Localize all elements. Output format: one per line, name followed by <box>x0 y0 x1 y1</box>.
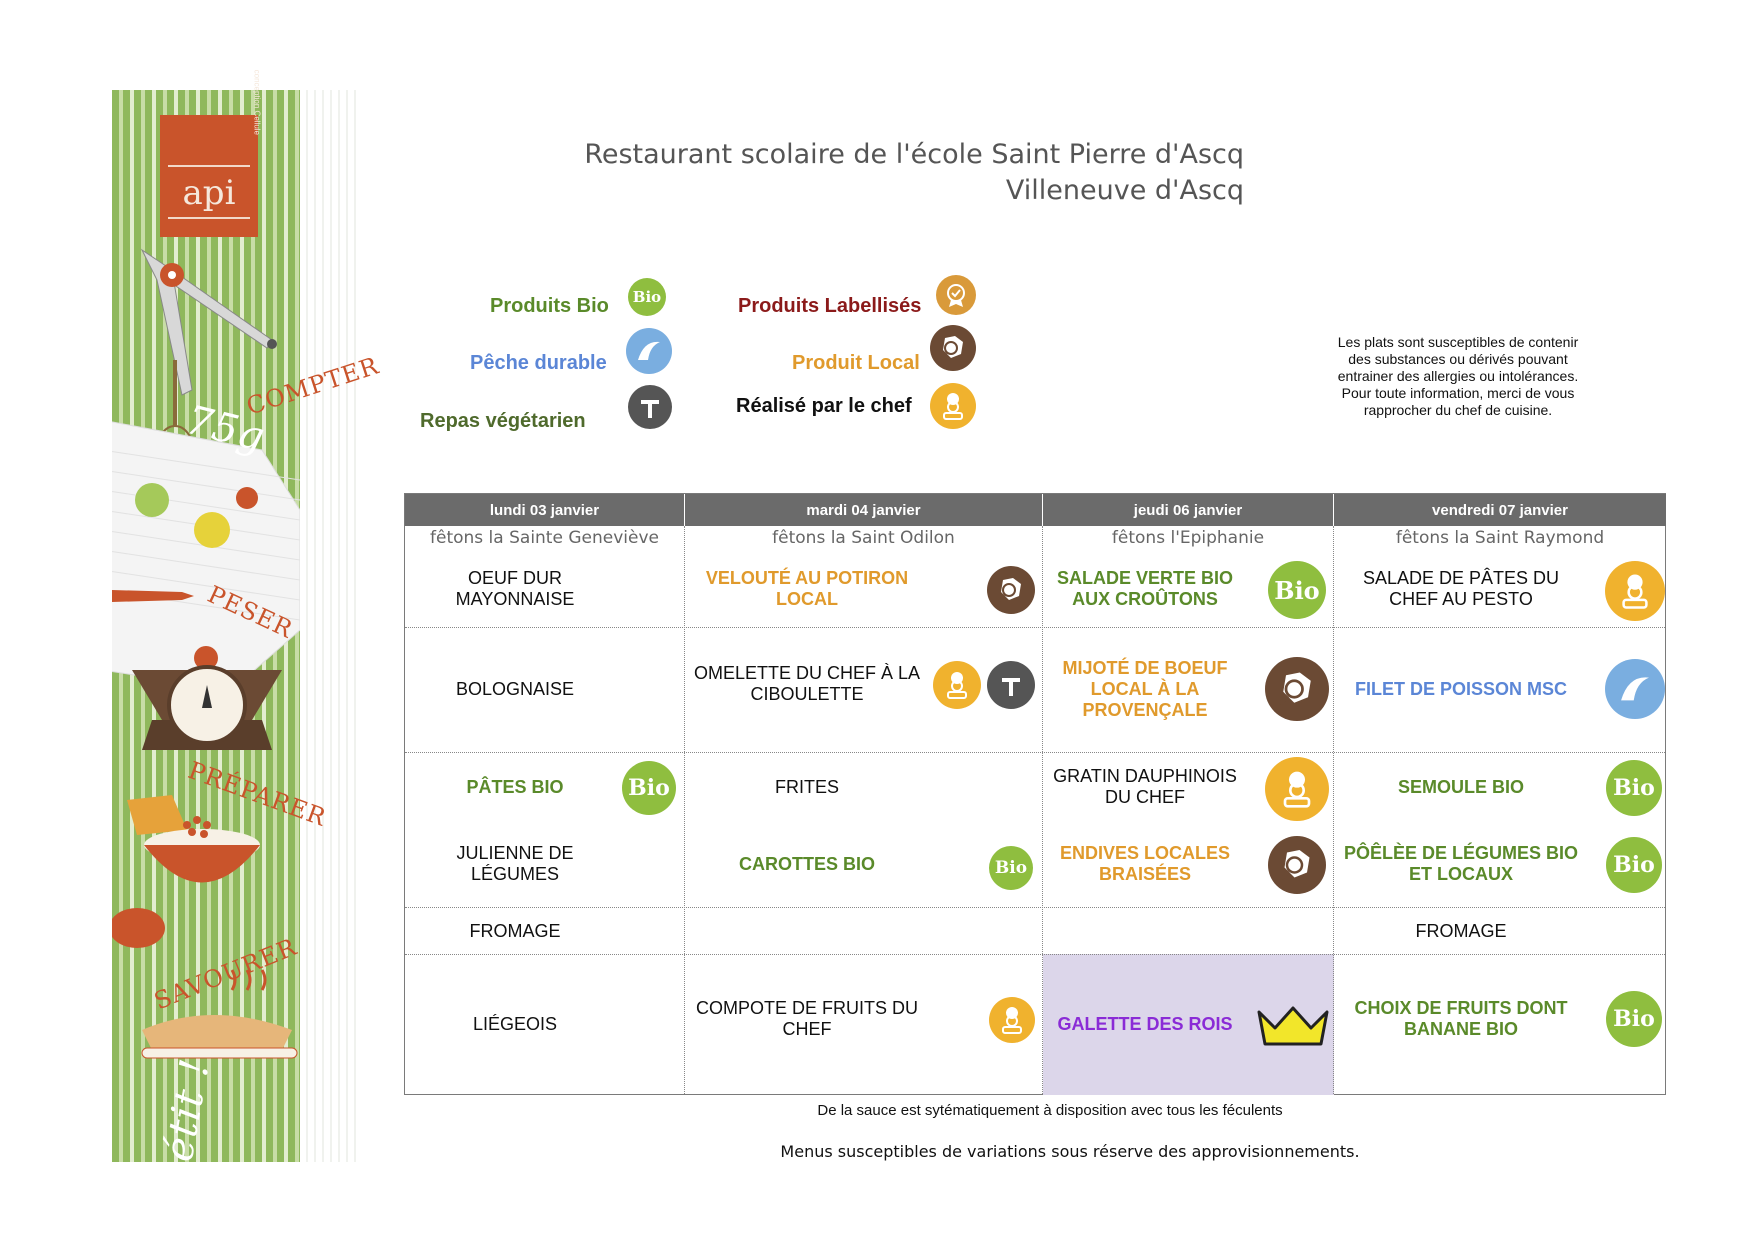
france-map-icon <box>930 325 976 371</box>
chef-icon <box>933 661 981 709</box>
allergen-line: Pour toute information, merci de vous <box>1341 385 1575 401</box>
legend-chef-label: Réalisé par le chef <box>736 395 912 417</box>
dish-lundi-dessert: LIÉGEOIS <box>472 1013 558 1034</box>
strip-fade <box>300 90 356 1162</box>
column-divider <box>1333 526 1334 1094</box>
row-divider <box>405 627 1665 628</box>
dish-lundi-entree: OEUF DUR MAYONNAISE <box>455 568 575 609</box>
decorative-strip <box>112 90 300 1162</box>
variation-note: Menus susceptibles de variations sous ré… <box>780 1142 1360 1161</box>
bio-icon: Bio <box>1606 760 1662 816</box>
row-divider <box>405 907 1665 908</box>
medal-icon <box>936 275 976 315</box>
bio-icon: Bio <box>989 846 1033 890</box>
kitchen-illustration <box>112 248 300 1059</box>
dish-vendredi-feculent: SEMOULE BIO <box>1397 776 1524 797</box>
dish-mardi-feculent: FRITES <box>774 776 839 797</box>
dish-jeudi-dessert: GALETTE DES ROIS <box>1057 1013 1233 1034</box>
dish-lundi-feculent: PÂTES BIO <box>466 776 564 797</box>
chef-icon <box>989 997 1035 1043</box>
row-divider <box>405 752 1665 753</box>
france-map-icon <box>1268 836 1326 894</box>
logo-brand: api <box>182 173 236 213</box>
fork-icon <box>628 385 672 429</box>
bio-icon: Bio <box>628 278 666 316</box>
chef-icon <box>1605 561 1665 621</box>
bio-icon: Bio <box>1606 837 1662 893</box>
france-map-icon <box>1265 657 1329 721</box>
row-divider <box>405 954 1665 955</box>
fete-label: fêtons la Sainte Geneviève <box>430 528 659 548</box>
legend-vegetarien-label: Repas végétarien <box>420 410 586 432</box>
legend-local-label: Produit Local <box>792 352 920 374</box>
chef-icon <box>1265 757 1329 821</box>
allergen-line: Les plats sont susceptibles de contenir <box>1337 334 1579 350</box>
day-header: jeudi 06 janvier <box>1043 494 1333 526</box>
legend-labellises-label: Produits Labellisés <box>738 295 922 317</box>
dish-lundi-legume: JULIENNE DE LÉGUMES <box>456 843 574 884</box>
allergen-line: des substances ou dérivés pouvant <box>1348 351 1568 367</box>
dish-lundi-plat: BOLOGNAISE <box>455 678 575 699</box>
bio-icon: Bio <box>1606 991 1662 1047</box>
chef-icon <box>930 383 976 429</box>
dish-vendredi-plat: FILET DE POISSON MSC <box>1354 678 1568 699</box>
dish-vendredi-fromage: FROMAGE <box>1415 920 1507 941</box>
dish-mardi-legume: CAROTTES BIO <box>738 853 875 874</box>
dish-jeudi-entree: SALADE VERTE BIO AUX CROÛTONS <box>1056 568 1234 609</box>
api-logo: api conception Cellule <box>160 70 261 237</box>
allergen-note: Les plats sont susceptibles de contenir … <box>1318 334 1598 419</box>
column-divider <box>684 526 685 1094</box>
fete-label: fêtons l'Epiphanie <box>1111 528 1265 548</box>
legend-bio-label: Produits Bio <box>490 295 609 317</box>
allergen-line: entrainer des allergies ou intolérances. <box>1337 368 1579 384</box>
wave-icon <box>626 328 672 374</box>
fete-label: fêtons la Saint Odilon <box>772 528 955 548</box>
sauce-note: De la sauce est sytématiquement à dispos… <box>817 1102 1283 1119</box>
logo-caption: conception Cellule <box>252 69 261 135</box>
dish-vendredi-legume: PÔÊLÈE DE LÉGUMES BIO ET LOCAUX <box>1343 843 1579 884</box>
dish-mardi-dessert: COMPOTE DE FRUITS DU CHEF <box>695 998 918 1039</box>
dish-vendredi-dessert: CHOIX DE FRUITS DONT BANANE BIO <box>1354 998 1568 1039</box>
page-subtitle: Villeneuve d'Ascq <box>1005 175 1244 206</box>
dish-jeudi-legume: ENDIVES LOCALES BRAISÉES <box>1059 843 1231 884</box>
menu-table: lundi 03 janvier mardi 04 janvier jeudi … <box>404 493 1666 1095</box>
dish-mardi-plat: OMELETTE DU CHEF À LA CIBOULETTE <box>693 663 921 704</box>
fete-label: fêtons la Saint Raymond <box>1395 528 1605 548</box>
legend-peche-label: Pêche durable <box>470 352 607 374</box>
dish-mardi-entree: VELOUTÉ AU POTIRON LOCAL <box>705 568 909 609</box>
day-header: mardi 04 janvier <box>685 494 1042 526</box>
bio-icon: Bio <box>622 761 676 815</box>
day-header: vendredi 07 janvier <box>1334 494 1666 526</box>
page-title: Restaurant scolaire de l'école Saint Pie… <box>584 139 1244 170</box>
day-header: lundi 03 janvier <box>405 494 684 526</box>
crown-icon <box>1257 1006 1329 1046</box>
france-map-icon <box>987 566 1035 614</box>
bio-icon: Bio <box>1268 561 1326 619</box>
dish-lundi-fromage: FROMAGE <box>469 920 561 941</box>
column-divider <box>1042 526 1043 1094</box>
dish-jeudi-feculent: GRATIN DAUPHINOIS DU CHEF <box>1053 766 1237 807</box>
dish-jeudi-plat: MIJOTÉ DE BOEUF LOCAL À LA PROVENÇALE <box>1062 657 1228 720</box>
allergen-line: rapprocher du chef de cuisine. <box>1363 402 1553 418</box>
fork-icon <box>987 661 1035 709</box>
wave-icon <box>1605 659 1665 719</box>
dish-vendredi-entree: SALADE DE PÂTES DU CHEF AU PESTO <box>1362 568 1560 609</box>
